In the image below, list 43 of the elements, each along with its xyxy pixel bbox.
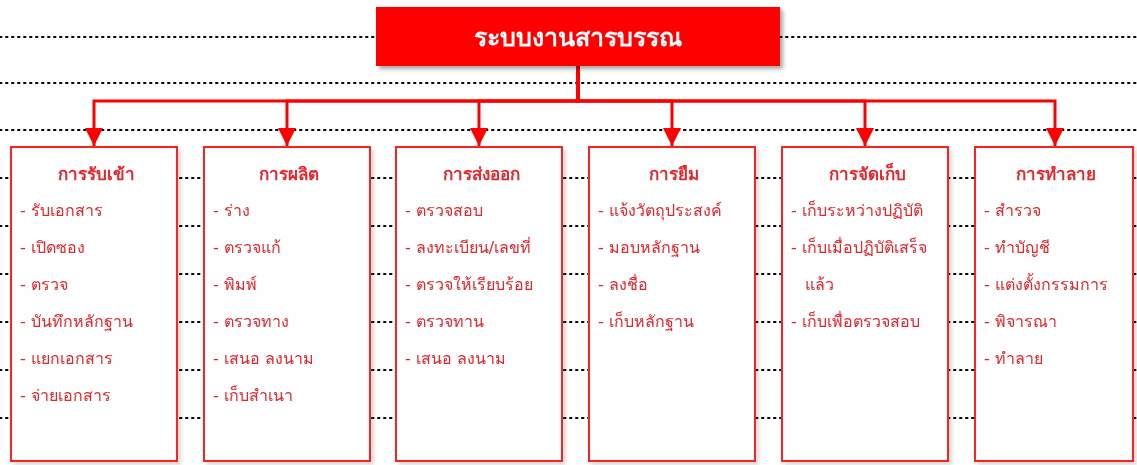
list-item: - ตรวจ [20, 274, 69, 296]
list-item: - เก็บหลักฐาน [598, 310, 695, 333]
list-item: - เก็บเมื่อปฏิบัติเสร็จแล้ว [791, 236, 928, 296]
category-box [974, 146, 1134, 462]
list-item: - ทำลาย [984, 348, 1044, 370]
list-item: - เก็บสำเนา [213, 384, 294, 407]
list-item: - สำรวจ [984, 200, 1042, 222]
list-item: - บันทึกหลักฐาน [20, 311, 134, 333]
list-item: - ตรวจทาง [213, 311, 290, 333]
title-box [376, 7, 780, 66]
category-heading: การยืม [648, 163, 700, 186]
list-item: - แต่งตั้งกรรมการ [984, 272, 1109, 296]
list-item: - ทำบัญชี [984, 237, 1051, 259]
list-item: - มอบหลักฐาน [598, 237, 701, 259]
category-box [395, 146, 563, 462]
list-item: - ตรวจทาน [405, 311, 485, 333]
list-item: - เสนอ ลงนาม [405, 348, 507, 370]
category-heading: การทำลาย [1015, 163, 1097, 186]
list-item: - ตรวจแก้ [213, 237, 282, 259]
category-box [781, 146, 949, 462]
list-item: - แจ้งวัตถุประสงค์ [598, 200, 723, 223]
list-item: - เปิดซอง [20, 237, 86, 259]
list-item: - ร่าง [213, 200, 251, 222]
category-heading: การส่งออก [441, 163, 521, 186]
list-item: - เก็บเพื่อตรวจสอบ [791, 310, 921, 333]
category-box [588, 146, 756, 462]
list-item: - ตรวจให้เรียบร้อย [405, 274, 534, 296]
list-item: - ลงชื่อ [598, 273, 649, 296]
list-item: - เก็บระหว่างปฏิบัติ [791, 199, 924, 222]
list-item: - แยกเอกสาร [20, 348, 114, 370]
list-item: - รับเอกสาร [20, 200, 104, 222]
list-item: - เสนอ ลงนาม [213, 348, 315, 370]
list-item: - ตรวจสอบ [405, 200, 484, 222]
category-heading: การรับเข้า [56, 163, 136, 186]
list-item: - พิจารณา [984, 311, 1058, 333]
category-heading: การผลิต [258, 163, 320, 186]
title-text: ระบบงานสารบรรณ [474, 21, 682, 54]
list-item: - จ่ายเอกสาร [20, 385, 112, 407]
category-box [10, 146, 178, 462]
list-item: - ลงทะเบียน/เลขที่ [405, 236, 533, 259]
list-item: - พิมพ์ [213, 274, 258, 296]
category-box [203, 146, 371, 462]
category-heading: การจัดเก็บ [827, 162, 907, 186]
